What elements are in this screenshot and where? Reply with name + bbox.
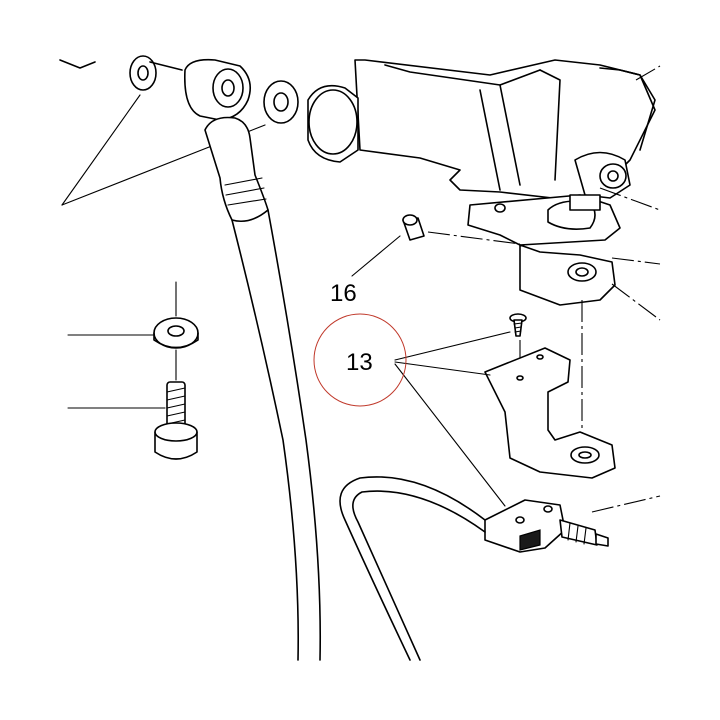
- alignment-line-right-mid: [611, 257, 661, 265]
- alignment-line-right-top: [599, 187, 661, 211]
- alignment-line-sensor: [591, 495, 661, 513]
- washer-right: [263, 80, 299, 124]
- leader-washers-left: [61, 94, 141, 206]
- sensor-bracket: [484, 347, 616, 479]
- banjo-bolt-eye: [183, 58, 251, 121]
- bolt-lower-left: [67, 349, 198, 460]
- upper-bracket: [467, 194, 621, 306]
- callout-label-16: 16: [330, 280, 357, 307]
- alignment-line-top-right: [635, 65, 661, 81]
- top-left-washers: [59, 55, 183, 91]
- washer-lower-left: [67, 281, 199, 349]
- highlight-circle: [313, 313, 407, 407]
- alignment-line-16: [427, 231, 521, 245]
- leader-13-bracket: [394, 361, 491, 376]
- caliper-body: [307, 59, 656, 201]
- callout-label-13: 13: [346, 349, 373, 376]
- alignment-line-right-low: [611, 283, 661, 321]
- brake-hose: [204, 116, 322, 661]
- brake-light-sensor: [339, 476, 609, 661]
- bushing-part-16: [351, 214, 425, 277]
- leader-13-screw: [394, 331, 511, 361]
- screw-part-13: [509, 313, 527, 337]
- leader-13-sensor: [394, 363, 506, 507]
